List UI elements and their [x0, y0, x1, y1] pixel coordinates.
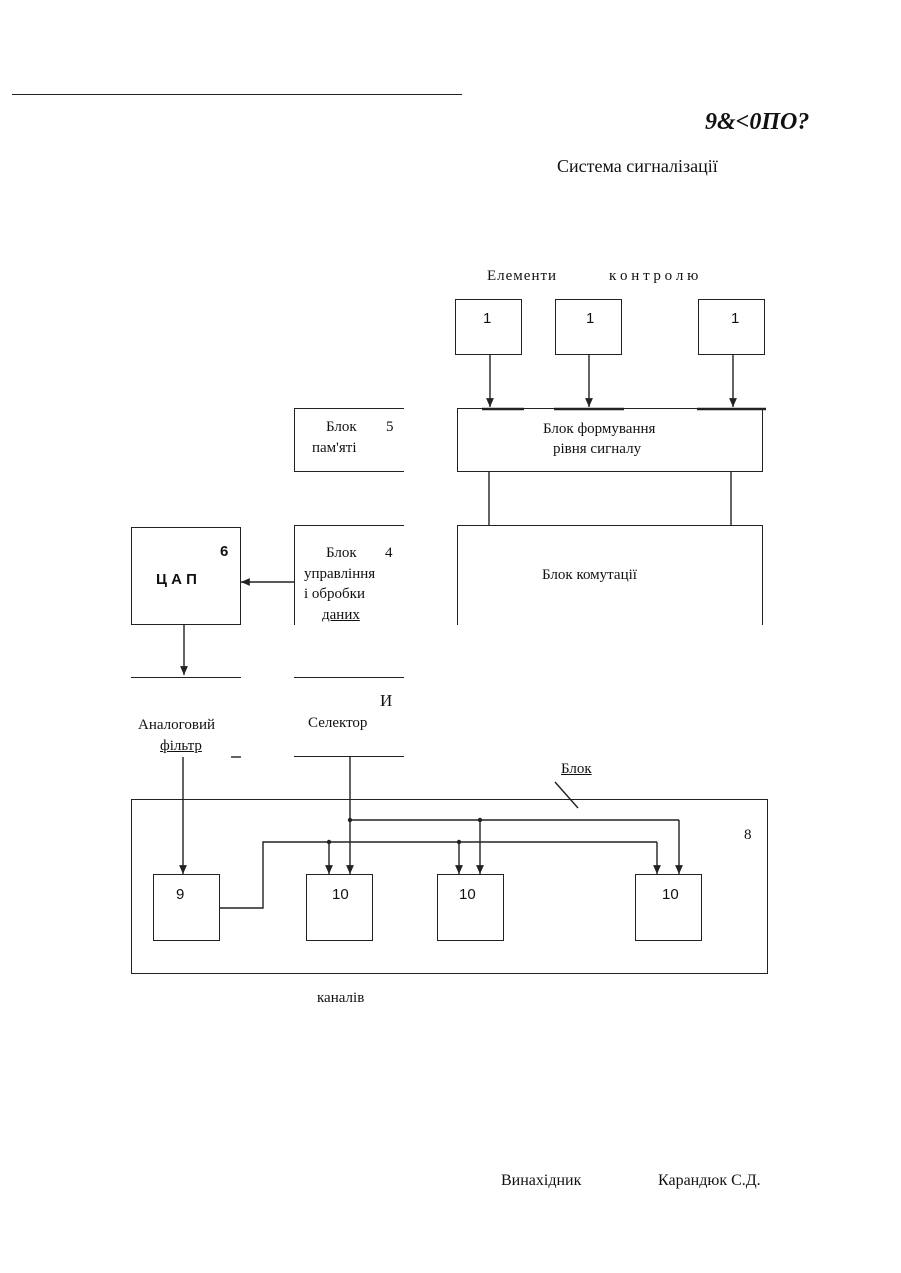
selector-block-label: Селектор [308, 714, 367, 732]
unit-10-number: 10 [332, 886, 349, 903]
dac-block: 6 Ц А П [131, 527, 241, 625]
control-block-label-2: управління [304, 565, 375, 583]
dac-block-label: Ц А П [156, 571, 197, 589]
sensor-element-number: 1 [731, 310, 739, 327]
inventor-name: Карандюк С.Д. [658, 1172, 761, 1190]
selector-block-marker: И [380, 692, 392, 710]
sensor-element-box: 1 [455, 299, 522, 355]
level-forming-label: Блок формування [543, 420, 655, 438]
selector-block: И Селектор [294, 677, 404, 757]
sensors-label-cont: к о н т р о л ю [609, 267, 698, 285]
sensor-element-number: 1 [586, 310, 594, 327]
sensor-element-box: 1 [555, 299, 622, 355]
dac-block-number: 6 [220, 543, 228, 560]
level-forming-label-2: рівня сигналу [553, 440, 641, 458]
unit-10-number: 10 [662, 886, 679, 903]
switching-block-label: Блок комутації [542, 566, 637, 584]
inventor-role: Винахідник [501, 1172, 581, 1190]
sensors-label: Елементи [487, 267, 557, 285]
unit-9-block: 9 [153, 874, 220, 941]
memory-block-label: Блок [326, 418, 357, 436]
unit-10-block: 10 [437, 874, 504, 941]
unit-10-block: 10 [635, 874, 702, 941]
control-block: Блок 4 управління і обробки даних [294, 525, 404, 625]
sensor-element-number: 1 [483, 310, 491, 327]
control-block-number: 4 [385, 544, 393, 562]
channels-block-label-bottom: каналів [317, 989, 364, 1007]
channels-block-label: Блок [561, 760, 592, 778]
analog-filter-label-2: фільтр [160, 737, 202, 755]
level-forming-block: Блок формування рівня сигналу [457, 408, 763, 472]
switching-block: Блок комутації [457, 525, 763, 625]
control-block-label: Блок [326, 544, 357, 562]
sensor-element-box: 1 [698, 299, 765, 355]
unit-10-number: 10 [459, 886, 476, 903]
analog-filter-label: Аналоговий [138, 716, 215, 734]
control-block-label-4: даних [322, 606, 360, 624]
unit-10-block: 10 [306, 874, 373, 941]
unit-9-number: 9 [176, 886, 184, 903]
memory-block: Блок 5 пам'яті [294, 408, 404, 472]
control-block-label-3: і обробки [304, 585, 365, 603]
channels-block-number: 8 [744, 826, 752, 844]
memory-block-number: 5 [386, 418, 394, 436]
memory-block-label-2: пам'яті [312, 439, 357, 457]
analog-filter-block: Аналоговий фільтр [131, 677, 241, 757]
